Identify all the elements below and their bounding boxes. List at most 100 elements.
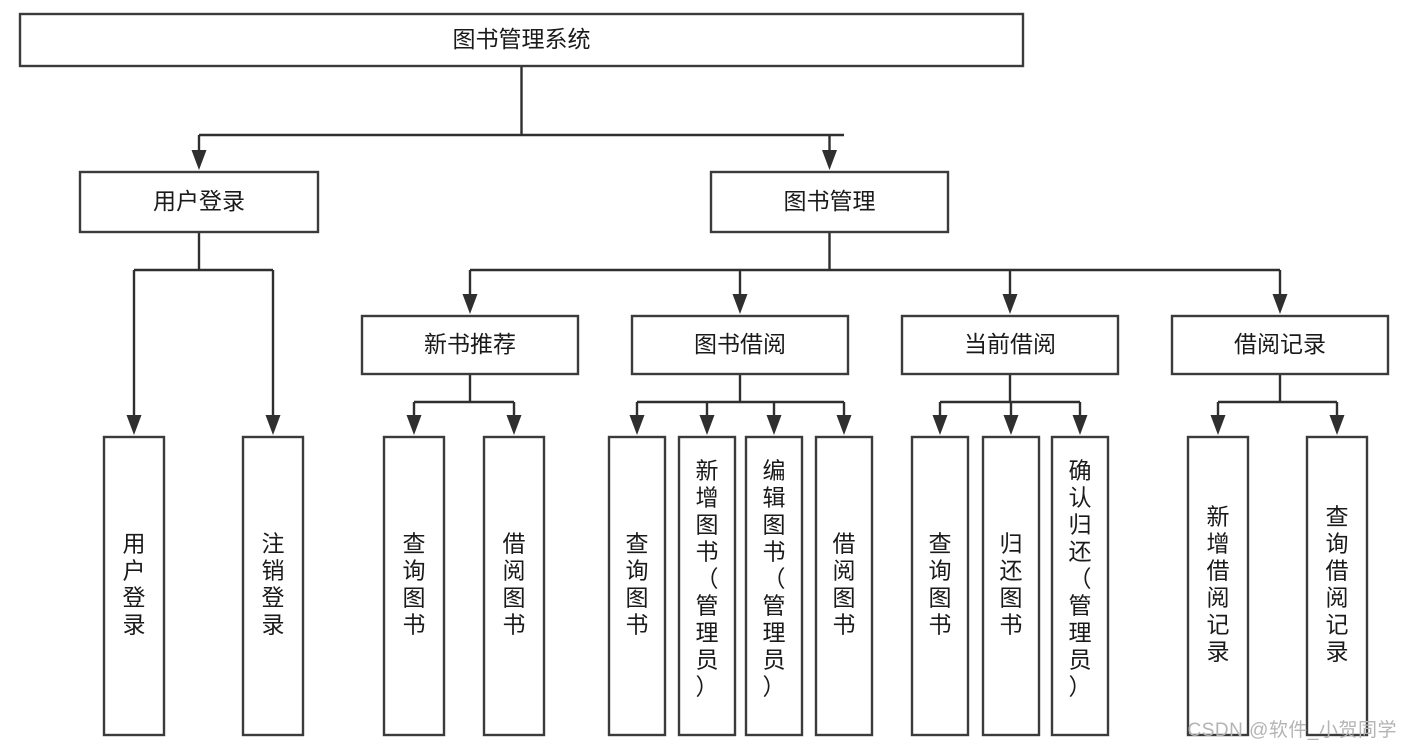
node-book-manage[interactable]: 图书管理 bbox=[709, 170, 950, 234]
arrow-to-user-login bbox=[191, 150, 207, 170]
node-label-leaf-query-book-3-char-2: 图 bbox=[929, 585, 952, 611]
arrow-to-leaf-add-record bbox=[1210, 415, 1226, 435]
arrow-to-borrow-record bbox=[1272, 294, 1288, 314]
node-label-leaf-confirm-return-char-6: 理 bbox=[1069, 620, 1092, 646]
node-label-leaf-query-record-char-0: 查 bbox=[1326, 504, 1349, 530]
node-label-leaf-query-book-2-char-3: 书 bbox=[626, 612, 649, 638]
node-label-leaf-confirm-return-char-5: 管 bbox=[1069, 593, 1092, 619]
node-box-leaf-query-book-2[interactable] bbox=[607, 435, 667, 737]
node-label-leaf-borrow-book-1-char-1: 阅 bbox=[503, 558, 526, 584]
node-label-leaf-add-record-char-3: 阅 bbox=[1207, 585, 1230, 611]
arrow-to-leaf-borrow-book-2 bbox=[836, 415, 852, 435]
node-label-leaf-query-record-char-1: 询 bbox=[1326, 531, 1349, 557]
node-new-book-recommend[interactable]: 新书推荐 bbox=[360, 314, 580, 376]
node-label-leaf-add-book-char-5: 管 bbox=[696, 593, 719, 619]
node-label-leaf-return-book-char-0: 归 bbox=[1000, 531, 1023, 557]
node-box-leaf-confirm-return[interactable] bbox=[1050, 435, 1110, 737]
node-label-borrow-record: 借阅记录 bbox=[1234, 331, 1326, 357]
node-label-leaf-confirm-return-char-3: 还 bbox=[1069, 539, 1092, 565]
node-label-leaf-user-login-char-3: 录 bbox=[123, 612, 146, 638]
node-label-root: 图书管理系统 bbox=[453, 26, 591, 52]
node-box-leaf-query-record[interactable] bbox=[1305, 435, 1369, 737]
node-label-leaf-query-book-1-char-1: 询 bbox=[403, 558, 426, 584]
arrow-to-leaf-query-book-3 bbox=[932, 415, 948, 435]
node-label-leaf-edit-book-char-2: 图 bbox=[763, 512, 786, 538]
node-label-leaf-logout-char-0: 注 bbox=[262, 531, 285, 557]
arrow-to-leaf-query-book-2 bbox=[629, 415, 645, 435]
node-box-root[interactable] bbox=[18, 12, 1025, 68]
arrow-to-leaf-logout bbox=[265, 415, 281, 435]
node-current-borrow[interactable]: 当前借阅 bbox=[900, 314, 1120, 376]
node-label-leaf-query-record-char-3: 阅 bbox=[1326, 585, 1349, 611]
node-label-leaf-add-book-char-6: 理 bbox=[696, 620, 719, 646]
node-label-leaf-query-book-2-char-1: 询 bbox=[626, 558, 649, 584]
node-box-leaf-return-book[interactable] bbox=[981, 435, 1041, 737]
node-leaf-user-login[interactable]: 用户登录 bbox=[102, 435, 166, 737]
node-label-leaf-confirm-return-char-0: 确 bbox=[1069, 458, 1092, 484]
node-label-leaf-add-record-char-5: 录 bbox=[1207, 639, 1230, 665]
arrow-to-leaf-borrow-book-1 bbox=[506, 415, 522, 435]
node-box-book-manage[interactable] bbox=[709, 170, 950, 234]
node-box-leaf-borrow-book-2[interactable] bbox=[814, 435, 874, 737]
node-label-leaf-borrow-book-1-char-3: 书 bbox=[503, 612, 526, 638]
arrow-to-new-book-recommend bbox=[462, 294, 478, 314]
node-label-current-borrow: 当前借阅 bbox=[964, 331, 1056, 357]
node-label-leaf-add-book-char-3: 书 bbox=[696, 539, 719, 565]
node-root[interactable]: 图书管理系统 bbox=[18, 12, 1025, 68]
node-label-leaf-add-record-char-0: 新 bbox=[1207, 504, 1230, 530]
node-label-leaf-add-book-char-2: 图 bbox=[696, 512, 719, 538]
arrow-to-current-borrow bbox=[1002, 294, 1018, 314]
node-label-leaf-query-record-char-4: 记 bbox=[1326, 612, 1349, 638]
node-box-book-borrow[interactable] bbox=[630, 314, 850, 376]
node-box-current-borrow[interactable] bbox=[900, 314, 1120, 376]
node-label-leaf-query-book-1-char-0: 查 bbox=[403, 531, 426, 557]
node-book-borrow[interactable]: 图书借阅 bbox=[630, 314, 850, 376]
node-borrow-record[interactable]: 借阅记录 bbox=[1170, 314, 1390, 376]
node-label-leaf-query-book-3-char-1: 询 bbox=[929, 558, 952, 584]
node-box-leaf-query-book-3[interactable] bbox=[910, 435, 970, 737]
node-label-leaf-query-record-char-5: 录 bbox=[1326, 639, 1349, 665]
connector-layer bbox=[132, 66, 1339, 415]
node-label-new-book-recommend: 新书推荐 bbox=[424, 331, 516, 357]
node-box-leaf-add-record[interactable] bbox=[1186, 435, 1250, 737]
node-box-leaf-logout[interactable] bbox=[241, 435, 305, 737]
node-label-leaf-query-book-2-char-0: 查 bbox=[626, 531, 649, 557]
node-box-borrow-record[interactable] bbox=[1170, 314, 1390, 376]
node-label-leaf-query-book-1-char-3: 书 bbox=[403, 612, 426, 638]
arrow-to-leaf-query-record bbox=[1329, 415, 1345, 435]
arrow-to-book-borrow bbox=[732, 294, 748, 314]
node-label-leaf-edit-book-char-5: 管 bbox=[763, 593, 786, 619]
node-label-leaf-borrow-book-2-char-0: 借 bbox=[833, 531, 856, 557]
node-label-leaf-edit-book-char-6: 理 bbox=[763, 620, 786, 646]
node-box-leaf-edit-book[interactable] bbox=[744, 435, 804, 737]
node-label-book-manage: 图书管理 bbox=[784, 188, 876, 214]
node-box-user-login[interactable] bbox=[78, 170, 320, 234]
node-box-leaf-query-book-1[interactable] bbox=[382, 435, 446, 737]
node-label-leaf-logout-char-2: 登 bbox=[262, 585, 285, 611]
node-label-leaf-add-record-char-4: 记 bbox=[1207, 612, 1230, 638]
node-box-leaf-add-book[interactable] bbox=[677, 435, 737, 737]
node-label-leaf-confirm-return-char-7: 员 bbox=[1069, 647, 1092, 673]
arrow-to-book-manage bbox=[822, 150, 837, 170]
arrow-to-leaf-query-book-1 bbox=[406, 415, 422, 435]
node-user-login[interactable]: 用户登录 bbox=[78, 170, 320, 234]
node-box-new-book-recommend[interactable] bbox=[360, 314, 580, 376]
arrow-to-leaf-add-book bbox=[699, 415, 715, 435]
node-box-leaf-borrow-book-1[interactable] bbox=[482, 435, 546, 737]
node-label-leaf-confirm-return-char-2: 归 bbox=[1069, 512, 1092, 538]
node-label-leaf-confirm-return-char-4: （ bbox=[1069, 566, 1092, 592]
node-box-leaf-user-login[interactable] bbox=[102, 435, 166, 737]
